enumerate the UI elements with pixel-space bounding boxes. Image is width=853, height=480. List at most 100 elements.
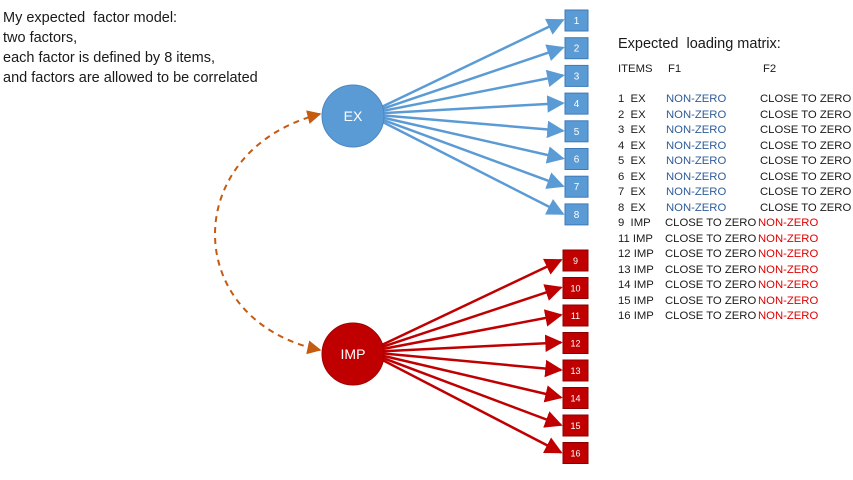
matrix-item-label: 12 IMP	[618, 248, 654, 260]
description-line: each factor is defined by 8 items,	[3, 50, 215, 66]
item-box-imp	[562, 414, 589, 437]
matrix-item-label: 3 EX	[618, 124, 646, 136]
matrix-f2-cell: NON-ZERO	[758, 310, 819, 322]
item-label: 12	[570, 339, 580, 349]
item-box-ex	[564, 64, 589, 87]
loading-arrow-imp	[366, 350, 563, 428]
item-label: 5	[574, 127, 580, 138]
matrix-f2-cell: CLOSE TO ZERO	[760, 93, 852, 105]
loading-arrow-imp	[366, 309, 563, 354]
matrix-f1-cell: CLOSE TO ZERO	[665, 279, 757, 291]
item-box-imp	[562, 277, 589, 299]
item-label: 13	[570, 366, 580, 376]
matrix-item-label: 7 EX	[618, 186, 646, 198]
item-label: 7	[574, 182, 580, 193]
loading-arrow-ex	[366, 69, 565, 116]
item-label: 8	[574, 210, 580, 221]
matrix-f1-cell: CLOSE TO ZERO	[665, 294, 757, 307]
item-box-ex	[564, 120, 589, 143]
matrix-item-label: 16 IMP	[618, 310, 654, 322]
item-box-imp	[562, 304, 589, 327]
matrix-f2-cell: NON-ZERO	[758, 232, 819, 245]
factor-imp-label: IMP	[341, 346, 366, 362]
description-line: two factors,	[3, 30, 78, 46]
loading-arrow-imp	[366, 284, 563, 354]
item-label: 11	[571, 311, 580, 321]
matrix-f1-cell: NON-ZERO	[666, 201, 727, 214]
matrix-item-label: 1 EX	[618, 93, 646, 105]
item-box-ex	[564, 9, 589, 32]
matrix-item-label: 11 IMP	[618, 232, 653, 245]
loading-arrow-imp	[366, 258, 563, 354]
item-label: 16	[570, 449, 580, 459]
matrix-f1-cell: NON-ZERO	[666, 186, 727, 198]
item-box-ex	[564, 175, 589, 198]
loading-arrow-ex	[366, 112, 565, 216]
loading-arrow-ex	[366, 112, 565, 189]
item-label: 2	[574, 44, 580, 55]
factor-imp-node	[321, 322, 385, 386]
factor-ex-node	[321, 84, 385, 148]
matrix-f1-cell: NON-ZERO	[666, 93, 727, 105]
matrix-f2-cell: CLOSE TO ZERO	[760, 201, 852, 214]
loading-arrow-ex	[366, 112, 565, 139]
item-box-ex	[564, 148, 589, 170]
loading-arrow-ex	[366, 44, 565, 116]
matrix-f2-cell: NON-ZERO	[758, 217, 819, 229]
item-label: 10	[570, 284, 580, 294]
matrix-item-label: 9 IMP	[618, 217, 651, 229]
item-label: 4	[574, 99, 580, 110]
factor-ex-label: EX	[344, 108, 363, 124]
model-description: My expected factor model: two factors, e…	[3, 8, 258, 88]
matrix-f2-cell: NON-ZERO	[758, 263, 819, 276]
matrix-f2-cell: CLOSE TO ZERO	[760, 170, 852, 183]
item-box-ex	[564, 37, 589, 60]
matrix-f1-cell: CLOSE TO ZERO	[665, 217, 757, 229]
matrix-f2-cell: CLOSE TO ZERO	[760, 139, 852, 152]
matrix-header-items: ITEMS	[618, 63, 653, 75]
matrix-f2-cell: CLOSE TO ZERO	[760, 155, 852, 167]
matrix-header-f1: F1	[668, 63, 682, 75]
matrix-item-label: 6 EX	[618, 170, 646, 183]
item-label: 3	[574, 71, 580, 82]
matrix-f2-cell: NON-ZERO	[758, 279, 819, 291]
description-line: My expected factor model:	[3, 10, 178, 26]
matrix-item-label: 14 IMP	[618, 279, 654, 291]
matrix-f1-cell: NON-ZERO	[666, 170, 727, 183]
loading-arrow-ex	[366, 95, 565, 116]
matrix-f2-cell: NON-ZERO	[758, 248, 819, 260]
matrix-f2-cell: CLOSE TO ZERO	[760, 186, 852, 198]
matrix-header-f2: F2	[763, 63, 777, 75]
matrix-f1-cell: NON-ZERO	[666, 155, 727, 167]
matrix-item-label: 4 EX	[618, 139, 646, 152]
matrix-item-label: 2 EX	[618, 108, 646, 121]
matrix-f1-cell: CLOSE TO ZERO	[665, 263, 757, 276]
correlation-arrow	[214, 110, 322, 355]
item-label: 9	[573, 256, 578, 266]
matrix-f1-cell: NON-ZERO	[666, 139, 727, 152]
loading-arrow-ex	[366, 112, 565, 164]
item-label: 15	[570, 421, 580, 431]
matrix-item-label: 15 IMP	[618, 294, 654, 307]
matrix-f1-cell: CLOSE TO ZERO	[665, 310, 757, 322]
item-box-ex	[564, 203, 589, 226]
matrix-f1-cell: CLOSE TO ZERO	[665, 248, 757, 260]
matrix-f1-cell: CLOSE TO ZERO	[665, 232, 757, 245]
loading-arrow-imp	[366, 350, 563, 378]
loading-arrow-imp	[366, 334, 563, 354]
matrix-f1-cell: NON-ZERO	[666, 108, 727, 121]
item-box-imp	[562, 249, 589, 272]
description-line: and factors are allowed to be correlated	[3, 70, 258, 86]
matrix-f1-cell: NON-ZERO	[666, 124, 727, 136]
item-box-imp	[562, 332, 589, 354]
item-box-imp	[562, 442, 589, 464]
matrix-item-label: 13 IMP	[618, 263, 654, 276]
item-label: 6	[574, 155, 580, 166]
matrix-f2-cell: NON-ZERO	[758, 294, 819, 307]
loading-arrow-imp	[366, 350, 563, 454]
loading-arrow-imp	[366, 350, 563, 403]
item-label: 14	[570, 394, 580, 404]
item-label: 1	[574, 16, 580, 27]
item-box-ex	[564, 92, 589, 115]
